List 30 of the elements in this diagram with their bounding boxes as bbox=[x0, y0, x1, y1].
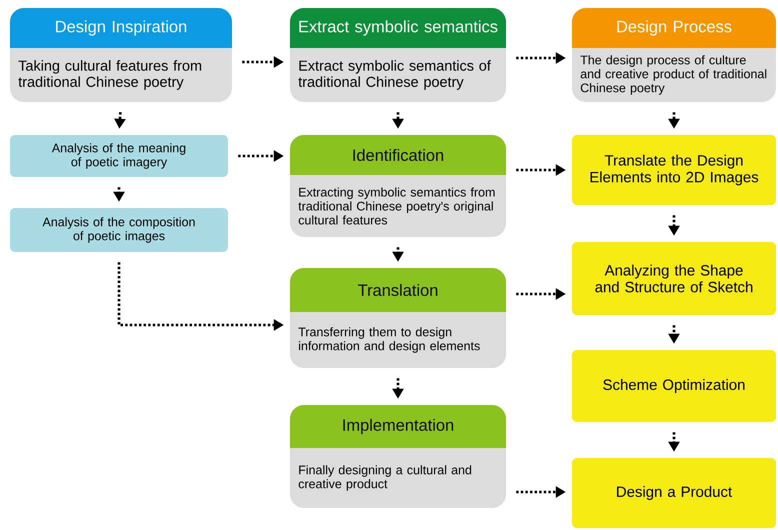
box-heading: Design Inspiration bbox=[56, 20, 186, 36]
box-text: Taking cultural features from traditional Chinese poetry bbox=[18, 60, 202, 90]
flow-box bbox=[572, 135, 776, 205]
box-text: Analysis of the meaning of poetic imagery bbox=[52, 143, 186, 169]
flow-box bbox=[290, 135, 506, 237]
flow-box bbox=[290, 268, 506, 368]
box-text: Extract symbolic semantics of traditional Chinese poetry bbox=[298, 60, 491, 90]
box-heading: Implementation bbox=[343, 418, 454, 434]
flow-box bbox=[10, 135, 228, 177]
box-text: Analysis of the composition of poetic images bbox=[42, 217, 195, 243]
flow-box bbox=[572, 350, 776, 422]
box-text: Translate the Design Elements into 2D Images bbox=[590, 154, 758, 186]
box-text: Design a Product bbox=[617, 486, 732, 500]
flow-box bbox=[290, 405, 506, 508]
box-text: Extracting symbolic semantics from traditional Chinese poetry's original cultural features bbox=[298, 187, 495, 225]
box-heading: Identification bbox=[353, 148, 444, 162]
box-text: Transferring them to design information and design elements bbox=[298, 327, 480, 353]
box-text: Finally designing a cultural and creative product bbox=[298, 465, 472, 491]
flow-box bbox=[572, 8, 776, 102]
box-heading: Extract symbolic semantics bbox=[299, 20, 498, 36]
box-heading: Translation bbox=[358, 284, 438, 296]
flow-box bbox=[10, 8, 232, 102]
flow-box bbox=[572, 242, 776, 315]
box-text: The design process of culture and creative product of traditional Chinese poetry bbox=[580, 55, 766, 95]
flow-box bbox=[290, 8, 506, 102]
box-heading: Design Process bbox=[617, 20, 732, 36]
flow-box bbox=[572, 458, 776, 528]
flow-box bbox=[10, 208, 228, 252]
box-text: Scheme Optimization bbox=[603, 379, 744, 393]
box-text: Analyzing the Shape and Structure of Sketch bbox=[595, 264, 752, 292]
